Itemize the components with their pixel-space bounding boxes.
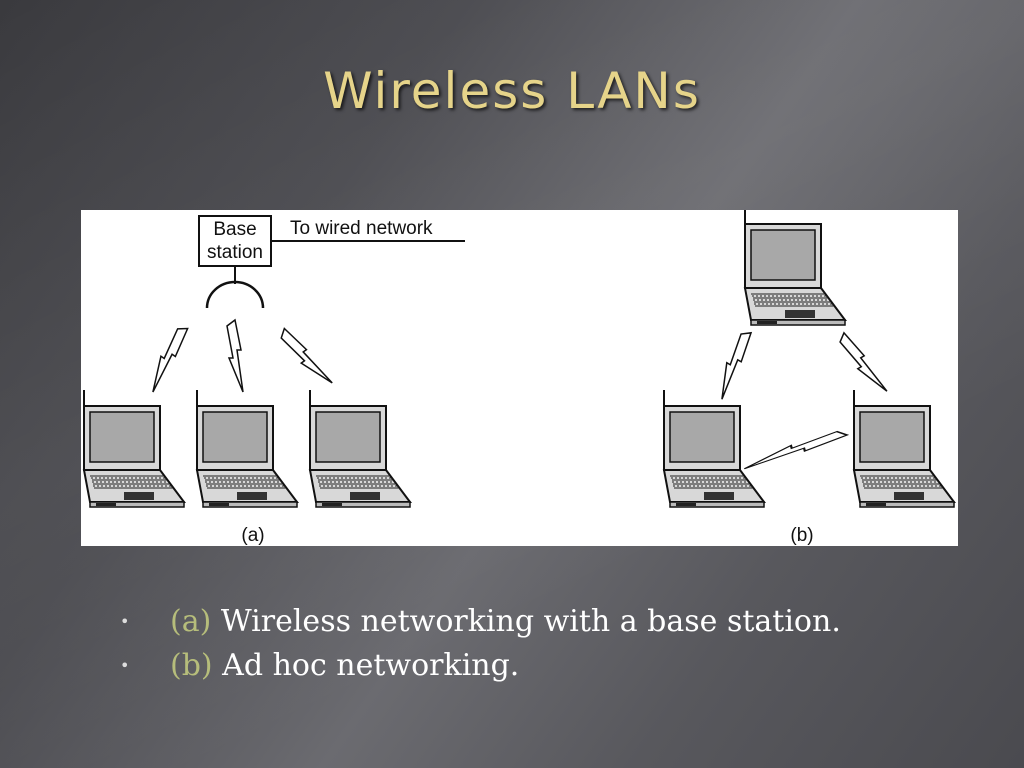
bullet-dot-icon: • xyxy=(120,612,130,631)
figure-drawing: Base station To wired network (a) xyxy=(83,210,955,546)
wireless-lan-figure: Base station To wired network (a) xyxy=(81,210,958,546)
bullet-dot-icon: • xyxy=(120,656,130,675)
base-station-label-line1: Base xyxy=(213,219,256,240)
bullet-text: Ad hoc networking. xyxy=(222,648,520,683)
laptop-icon xyxy=(309,390,411,508)
caption-a: (a) xyxy=(241,525,264,546)
laptop-icon xyxy=(853,390,955,508)
wireless-signal-icon xyxy=(836,328,888,400)
laptop-icon xyxy=(83,390,185,508)
bullet-tag: (b) xyxy=(170,648,213,683)
bullet-text: Wireless networking with a base station. xyxy=(220,604,841,639)
base-station-box xyxy=(198,215,272,267)
wired-network-label: To wired network xyxy=(290,218,433,239)
laptop-icon xyxy=(196,390,298,508)
wireless-signal-icon xyxy=(707,328,759,400)
wireless-signal-icon xyxy=(740,428,850,470)
caption-b: (b) xyxy=(790,525,813,546)
wireless-signal-icon xyxy=(277,323,333,393)
antenna-dish xyxy=(205,280,265,309)
slide-title: Wireless LANs xyxy=(323,62,701,120)
laptop-icon xyxy=(744,210,846,326)
wireless-signal-icon xyxy=(139,323,195,393)
base-station-label-line2: station xyxy=(207,242,263,263)
laptop-icon xyxy=(663,390,765,508)
wireless-signal-icon xyxy=(226,319,244,393)
bullet-tag: (a) xyxy=(170,604,212,639)
